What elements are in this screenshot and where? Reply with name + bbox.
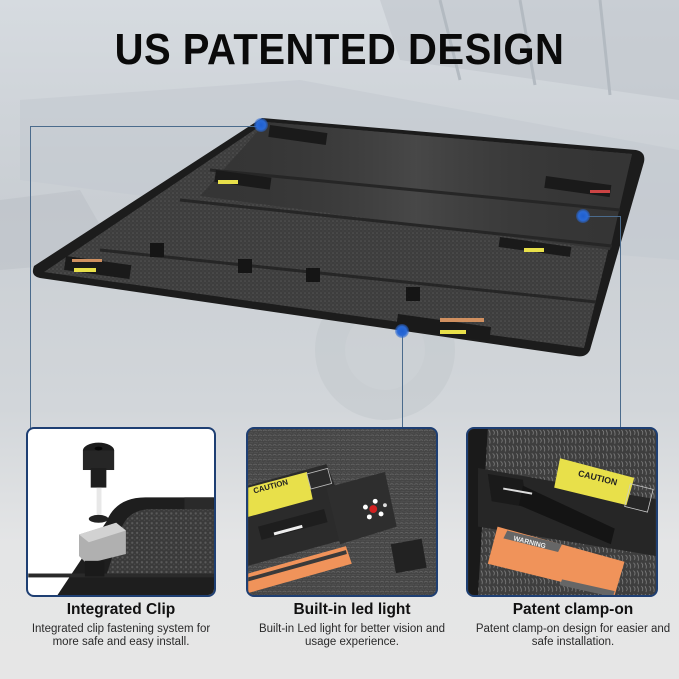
- feature-caption-clamp-on: Patent clamp-on Patent clamp-on design f…: [463, 600, 679, 649]
- feature-description: Integrated clip fastening system for mor…: [31, 623, 211, 648]
- connector-line-clamp: [584, 216, 620, 217]
- page-headline: US PATENTED DESIGN: [114, 26, 565, 74]
- highlight-dot-clamp: [576, 209, 590, 223]
- feature-caption-led-light: Built-in led light Built-in Led light fo…: [242, 600, 462, 649]
- tonneau-cover-image: [32, 118, 645, 357]
- clip-illustration: [28, 442, 214, 595]
- highlight-dot-clip: [254, 118, 268, 132]
- connector-line-clip: [30, 126, 262, 127]
- feature-caption-integrated-clip: Integrated Clip Integrated clip fastenin…: [11, 600, 231, 649]
- highlight-dot-led: [395, 324, 409, 338]
- feature-image-clamp-on: CAUTION WARNING: [466, 427, 658, 597]
- feature-image-led-light: CAUTION: [246, 427, 438, 597]
- feature-description: Patent clamp-on design for easier and sa…: [475, 623, 671, 648]
- led-light-illustration: CAUTION: [248, 429, 436, 595]
- feature-title: Integrated Clip: [66, 601, 176, 618]
- feature-title: Built-in led light: [293, 601, 411, 618]
- feature-title: Patent clamp-on: [512, 601, 634, 618]
- feature-image-integrated-clip: [26, 427, 216, 597]
- clamp-illustration: CAUTION WARNING: [468, 429, 656, 595]
- feature-description: Built-in Led light for better vision and…: [258, 623, 446, 648]
- connector-line-led: [402, 332, 403, 428]
- connector-line-clip-vertical: [30, 126, 31, 428]
- connector-line-clamp-vertical: [620, 216, 621, 428]
